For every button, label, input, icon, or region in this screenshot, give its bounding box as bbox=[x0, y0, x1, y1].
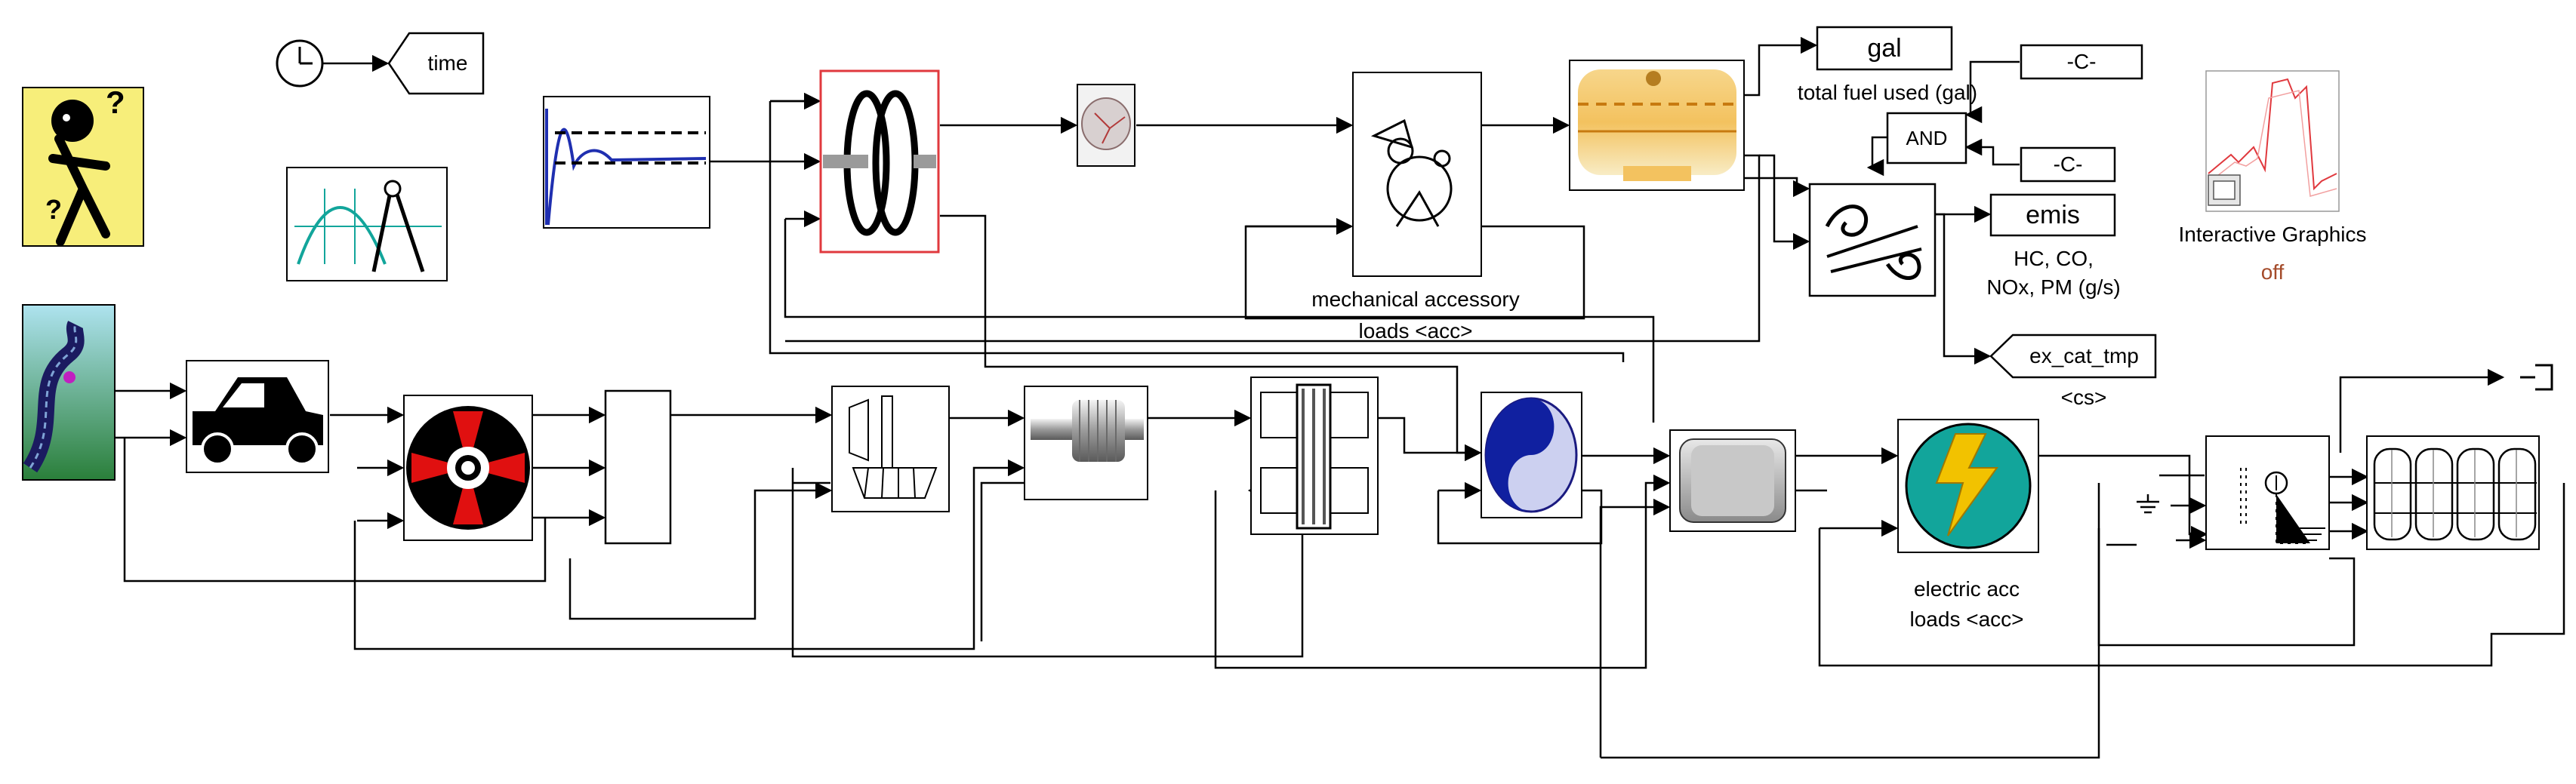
svg-text:?: ? bbox=[106, 85, 125, 120]
wheel-block[interactable] bbox=[403, 395, 533, 541]
help-figure-block[interactable]: ? ? bbox=[22, 85, 144, 247]
interactive-graphics-status: off bbox=[2260, 260, 2285, 284]
electric-motor-block[interactable] bbox=[1669, 429, 1796, 532]
fuel-display-value: gal bbox=[1867, 33, 1902, 63]
emissions-display-box bbox=[1989, 193, 2116, 237]
emissions-caption-line1: HC, CO, bbox=[2014, 247, 2094, 270]
controller-brain-block[interactable] bbox=[1077, 84, 1135, 167]
constant-block-2[interactable] bbox=[2020, 146, 2116, 183]
constant-block-1[interactable] bbox=[2020, 44, 2143, 80]
drafting-compass-block[interactable] bbox=[286, 167, 448, 281]
power-converter-block[interactable] bbox=[1897, 419, 2039, 553]
vehicle-car-block[interactable] bbox=[186, 360, 329, 473]
ground-icon bbox=[2137, 494, 2159, 514]
drive-clutch-cylinder-block[interactable] bbox=[1024, 386, 1148, 500]
clutch-block[interactable] bbox=[819, 69, 940, 254]
fuel-caption: total fuel used (gal) bbox=[1797, 81, 1978, 104]
constant-2-label: -C- bbox=[2053, 152, 2083, 176]
emissions-display-value: emis bbox=[2026, 200, 2080, 229]
and-logic-block[interactable] bbox=[1886, 112, 1967, 164]
exhaust-tag-label: ex_cat_tmp bbox=[2029, 344, 2139, 367]
elec-accessory-caption-line1: electric acc bbox=[1913, 577, 2020, 601]
svg-text:?: ? bbox=[45, 194, 62, 225]
gearbox-block[interactable] bbox=[831, 386, 950, 512]
mech-accessory-caption-line1: mechanical accessory bbox=[1311, 287, 1520, 311]
interactive-graphics-title: Interactive Graphics bbox=[2178, 223, 2367, 246]
battery-pack-block[interactable] bbox=[2366, 435, 2540, 550]
terminator-icon bbox=[2520, 364, 2553, 391]
exhaust-cat-temp-goto-tag[interactable] bbox=[1989, 334, 2157, 379]
exhaust-aftertreatment-block[interactable] bbox=[1808, 183, 1937, 297]
drive-cycle-road-block[interactable] bbox=[22, 304, 116, 481]
time-tag-label: time bbox=[427, 51, 468, 75]
torque-coupler-block[interactable] bbox=[1481, 392, 1582, 518]
fuel-display-box bbox=[1816, 26, 1953, 71]
transmission-block[interactable] bbox=[1250, 377, 1379, 535]
and-label: AND bbox=[1906, 126, 1948, 149]
exhaust-tag-caption: <cs> bbox=[2060, 386, 2107, 409]
emissions-caption-line2: NOx, PM (g/s) bbox=[1986, 275, 2121, 299]
energy-storage-interface-block[interactable] bbox=[2205, 435, 2330, 550]
constant-1-label: -C- bbox=[2066, 50, 2097, 73]
clock-icon[interactable] bbox=[276, 39, 324, 88]
engine-block[interactable] bbox=[1569, 60, 1745, 191]
scope-block[interactable] bbox=[543, 96, 710, 229]
elec-accessory-caption-line2: loads <acc> bbox=[1909, 607, 2024, 631]
mechanical-accessory-block[interactable] bbox=[1352, 72, 1482, 277]
interactive-graphics-plot[interactable] bbox=[2205, 70, 2340, 212]
final-drive-block[interactable] bbox=[604, 389, 672, 545]
mech-accessory-caption-line2: loads <acc> bbox=[1358, 319, 1473, 343]
time-goto-tag[interactable] bbox=[387, 32, 485, 95]
